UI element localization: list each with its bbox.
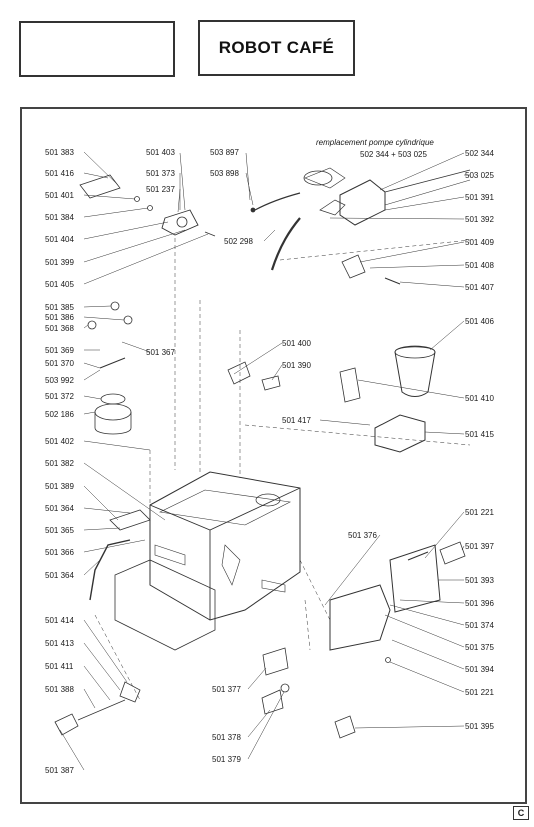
part-label: 501 394: [465, 665, 494, 674]
part-label: 503 898: [210, 169, 239, 178]
center-components-drawing: [227, 361, 290, 715]
part-label: 501 404: [45, 235, 74, 244]
part-label: 501 391: [465, 193, 494, 202]
part-label: 501 368: [45, 324, 74, 333]
part-label: 501 411: [45, 662, 74, 671]
part-label: 501 408: [465, 261, 494, 270]
part-label: 501 407: [465, 283, 494, 292]
part-label: 501 401: [45, 191, 74, 200]
part-label: 501 388: [45, 685, 74, 694]
part-label: 501 389: [45, 482, 74, 491]
housing-drawing: [114, 471, 301, 651]
replacement-caption: remplacement pompe cylindrique: [316, 138, 434, 147]
part-label: 501 414: [45, 616, 74, 625]
leader-lines-right: [121, 152, 470, 760]
part-label: 501 402: [45, 437, 74, 446]
part-label: 501 415: [465, 430, 494, 439]
part-label: 501 379: [212, 755, 241, 764]
leader-lines-left: [59, 151, 209, 771]
part-label: 501 403: [146, 148, 175, 157]
part-label: 501 399: [45, 258, 74, 267]
blank-header-box: [19, 21, 175, 77]
part-label: 501 375: [465, 643, 494, 652]
part-label: 501 221: [465, 688, 494, 697]
sheet-mark: C: [513, 806, 529, 820]
part-label: 501 413: [45, 639, 74, 648]
part-label: 501 396: [465, 599, 494, 608]
part-label: 501 376: [348, 531, 377, 540]
part-label: 501 373: [146, 169, 175, 178]
part-label: 501 406: [465, 317, 494, 326]
replacement-parts: 502 344 + 503 025: [360, 150, 427, 159]
part-label: 501 405: [45, 280, 74, 289]
part-label: 501 378: [212, 733, 241, 742]
part-label: 501 382: [45, 459, 74, 468]
part-label: 502 186: [45, 410, 74, 419]
part-label: 501 385: [45, 303, 74, 312]
part-label: 501 221: [465, 508, 494, 517]
title-box: ROBOT CAFÉ: [198, 20, 355, 76]
part-label: 501 410: [465, 394, 494, 403]
part-label: 501 400: [282, 339, 311, 348]
part-label: 502 298: [224, 237, 253, 246]
part-label: 501 365: [45, 526, 74, 535]
page-title: ROBOT CAFÉ: [218, 38, 335, 57]
part-label: 503 025: [465, 171, 494, 180]
part-label: 501 237: [146, 185, 175, 194]
part-label: 501 409: [465, 238, 494, 247]
part-label: 501 397: [465, 542, 494, 551]
part-label: 503 897: [210, 148, 239, 157]
part-label: 501 417: [282, 416, 311, 425]
part-label: 501 416: [45, 169, 74, 178]
assembly-guide-lines: [94, 238, 471, 701]
part-label: 501 390: [282, 361, 311, 370]
part-label: 501 392: [465, 215, 494, 224]
part-label: 503 992: [45, 376, 74, 385]
part-label: 501 370: [45, 359, 74, 368]
part-label: 501 364: [45, 571, 74, 580]
part-label: 501 377: [212, 685, 241, 694]
part-label: 501 393: [465, 576, 494, 585]
part-label: 501 395: [465, 722, 494, 731]
part-label: 501 366: [45, 548, 74, 557]
right-components-drawing: [329, 254, 466, 739]
part-label: 501 374: [465, 621, 494, 630]
diagram-frame: [20, 107, 527, 804]
part-label: 501 384: [45, 213, 74, 222]
part-label: 501 364: [45, 504, 74, 513]
part-label: 501 372: [45, 392, 74, 401]
part-label: 502 344: [465, 149, 494, 158]
part-label: 501 369: [45, 346, 74, 355]
part-label: 501 387: [45, 766, 74, 775]
part-label: 501 383: [45, 148, 74, 157]
part-label: 501 367: [146, 348, 175, 357]
part-label: 501 386: [45, 313, 74, 322]
valve-assembly-drawing: [79, 174, 216, 237]
